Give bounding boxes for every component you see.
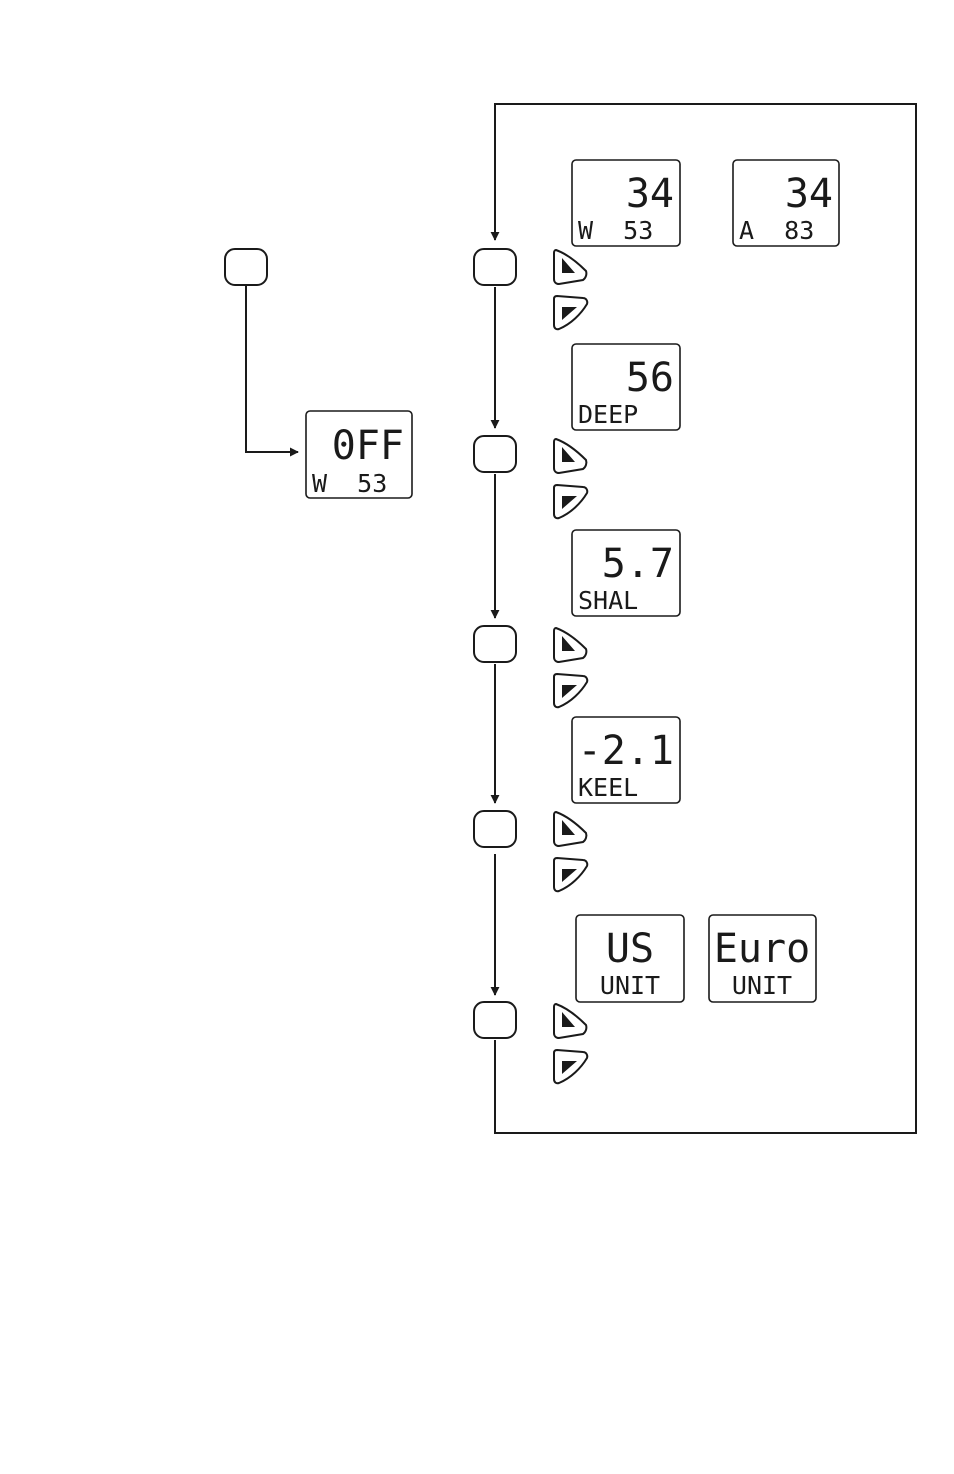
lcd-top-text: 34 <box>626 171 674 217</box>
lcd-bottom-text: W 53 <box>312 469 387 498</box>
lcd-top-text: -2.1 <box>578 728 674 774</box>
down-triangle-button-icon[interactable] <box>554 1050 587 1083</box>
lcd-bottom-text: DEEP <box>578 400 638 429</box>
lcd-display-step3: 5.7 SHAL <box>572 530 680 616</box>
step-5: US UNIT Euro UNIT <box>474 915 816 1083</box>
lcd-bottom-text: SHAL <box>578 586 638 615</box>
lcd-top-text: 5.7 <box>602 541 674 587</box>
up-triangle-button-icon[interactable] <box>554 1004 586 1038</box>
lcd-top-text: Euro <box>714 926 810 972</box>
lcd-top-text: 0FF <box>332 423 404 469</box>
lcd-bottom-text: KEEL <box>578 773 638 802</box>
up-triangle-button-icon[interactable] <box>554 439 586 473</box>
lcd-bottom-text: A 83 <box>739 216 814 245</box>
down-triangle-button-icon[interactable] <box>554 296 587 329</box>
lcd-display-off: 0FF W 53 <box>306 411 412 498</box>
down-triangle-button-icon[interactable] <box>554 858 587 891</box>
up-triangle-button-icon[interactable] <box>554 628 586 662</box>
lcd-display-step2: 56 DEEP <box>572 344 680 430</box>
off-branch-arrow <box>246 285 298 452</box>
lcd-top-text: 34 <box>785 171 833 217</box>
up-triangle-button-icon[interactable] <box>554 250 586 284</box>
mode-button-step3[interactable] <box>474 626 516 662</box>
lcd-display-step1-b: 34 A 83 <box>733 160 839 246</box>
down-triangle-button-icon[interactable] <box>554 485 587 518</box>
lcd-display-step1-a: 34 W 53 <box>572 160 680 246</box>
off-branch: 0FF W 53 <box>225 249 412 498</box>
lcd-display-step5-b: Euro UNIT <box>709 915 816 1002</box>
mode-button-step5[interactable] <box>474 1002 516 1038</box>
mode-button-step4[interactable] <box>474 811 516 847</box>
lcd-bottom-text: UNIT <box>732 971 792 1000</box>
blank-rounded-button-icon[interactable] <box>225 249 267 285</box>
up-triangle-button-icon[interactable] <box>554 812 586 846</box>
lcd-top-text: 56 <box>626 355 674 401</box>
down-triangle-button-icon[interactable] <box>554 674 587 707</box>
lcd-display-step4: -2.1 KEEL <box>572 717 680 803</box>
lcd-display-step5-a: US UNIT <box>576 915 684 1002</box>
lcd-bottom-text: UNIT <box>600 971 660 1000</box>
mode-button-step1[interactable] <box>474 249 516 285</box>
mode-button-step2[interactable] <box>474 436 516 472</box>
lcd-bottom-text: W 53 <box>578 216 653 245</box>
lcd-top-text: US <box>606 926 654 972</box>
